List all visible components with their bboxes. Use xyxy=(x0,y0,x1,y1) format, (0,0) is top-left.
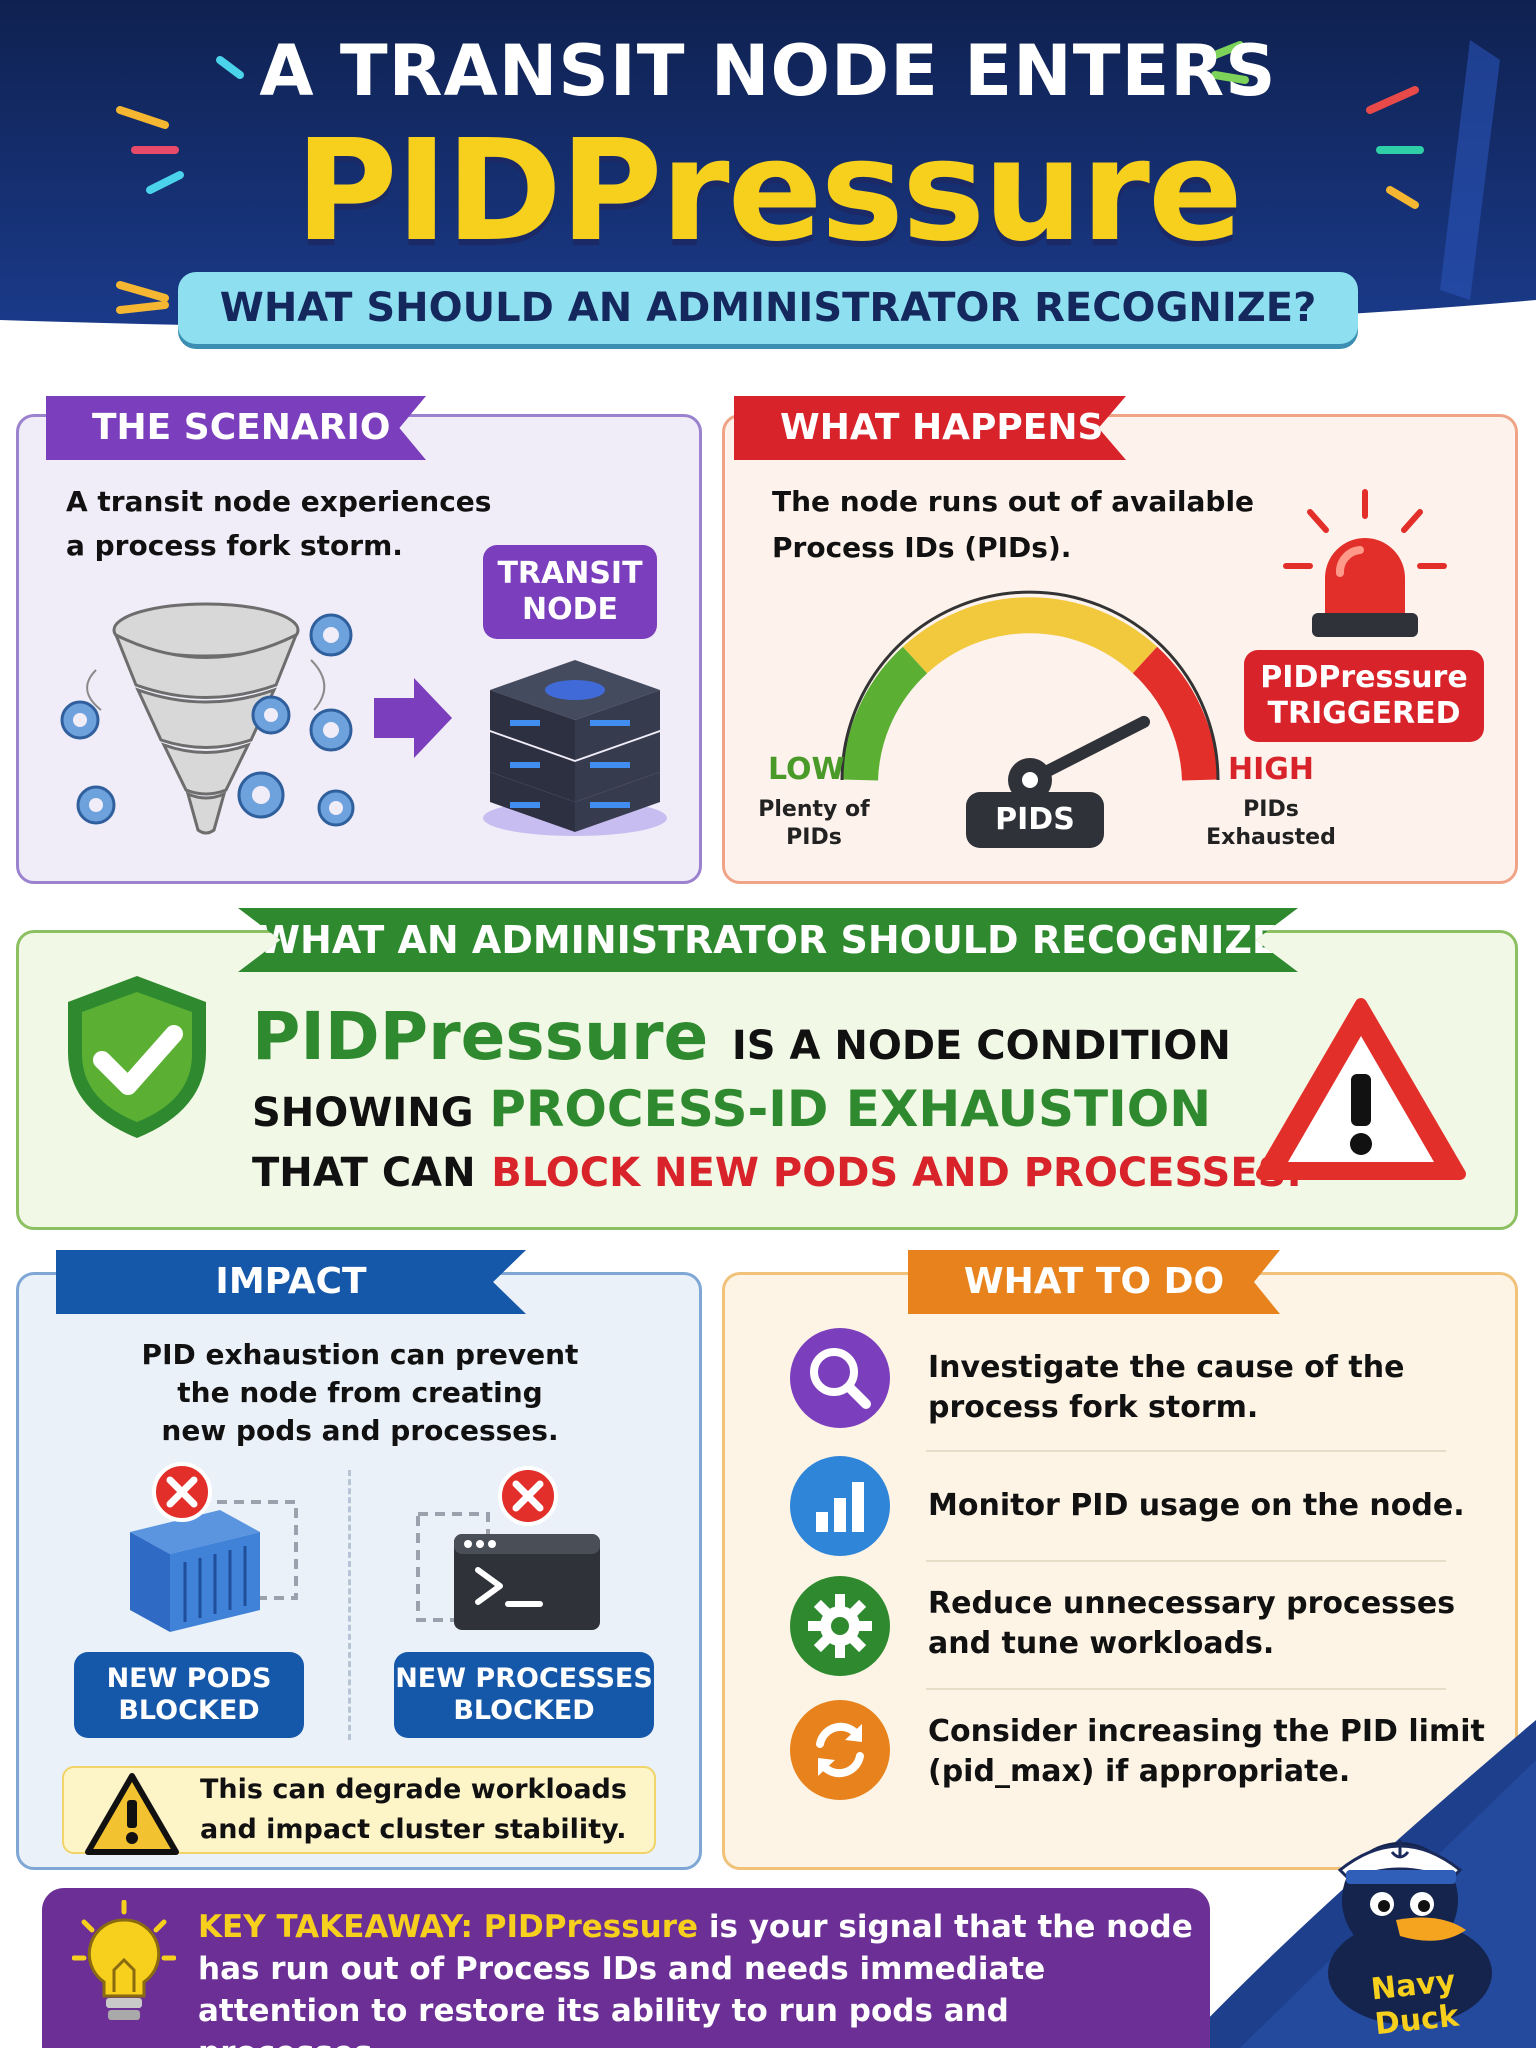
search-icon xyxy=(790,1328,890,1428)
key-takeaway-banner xyxy=(42,1888,1210,2048)
header-background xyxy=(0,0,1536,330)
gear-icon xyxy=(790,1576,890,1676)
gauge-low-label: LOW xyxy=(768,752,845,787)
gauge-high-sub: PIDs Exhausted xyxy=(1206,797,1336,850)
impact-text: PID exhaustion can prevent the node from… xyxy=(141,1338,579,1447)
refresh-icon xyxy=(790,1700,890,1800)
what-happens-text-1: The node runs out of available xyxy=(772,485,1255,518)
subtitle-banner: WHAT SHOULD AN ADMINISTRATOR RECOGNIZE? xyxy=(178,272,1358,344)
step-separator xyxy=(926,1688,1446,1690)
pid-gauge xyxy=(840,590,1220,800)
what-happens-text-2: Process IDs (PIDs). xyxy=(772,531,1072,564)
gauge-low-sub: Plenty of PIDs xyxy=(758,797,870,850)
key-takeaway-text: KEY TAKEAWAY: PIDPressure is your signal… xyxy=(198,1909,1193,2048)
terminal-blocked-icon xyxy=(416,1466,600,1630)
recognize-tag: WHAT AN ADMINISTRATOR SHOULD RECOGNIZE xyxy=(238,908,1298,972)
new-pods-blocked-badge: NEW PODS BLOCKED xyxy=(74,1652,304,1738)
scenario-tag: THE SCENARIO xyxy=(46,396,426,460)
container-blocked-icon xyxy=(130,1462,298,1632)
header-banner: A TRANSIT NODE ENTERS PIDPressure WHAT S… xyxy=(0,0,1536,380)
step-separator xyxy=(926,1560,1446,1562)
recognize-line-1: PIDPressure IS A NODE CONDITION xyxy=(252,998,1231,1075)
bar-chart-icon xyxy=(790,1456,890,1556)
what-happens-tag: WHAT HAPPENS xyxy=(734,396,1126,460)
pidpressure-triggered-badge: PIDPressure TRIGGERED xyxy=(1244,650,1484,742)
impact-tag: IMPACT xyxy=(56,1250,526,1314)
new-processes-blocked-badge: NEW PROCESSES BLOCKED xyxy=(394,1652,654,1738)
caution-icon xyxy=(85,1773,179,1855)
step-investigate: Investigate the cause of the process for… xyxy=(928,1350,1405,1425)
step-increase-limit: Consider increasing the PID limit (pid_m… xyxy=(928,1714,1485,1789)
gauge-high-label: HIGH xyxy=(1228,752,1315,787)
title-line-1: A TRANSIT NODE ENTERS xyxy=(259,30,1277,112)
siren-alarm-icon xyxy=(1283,489,1447,637)
step-reduce: Reduce unnecessary processes and tune wo… xyxy=(928,1586,1456,1661)
warning-triangle-icon xyxy=(1256,998,1466,1180)
impact-divider xyxy=(348,1470,351,1740)
server-stack-icon xyxy=(483,660,667,836)
shield-check-icon xyxy=(68,976,206,1138)
title-main: PIDPressure xyxy=(295,110,1243,273)
gauge-pids-label: PIDS xyxy=(966,792,1104,848)
transit-node-label: TRANSIT NODE xyxy=(483,545,657,639)
recognize-line-3: THAT CAN BLOCK NEW PODS AND PROCESSES. xyxy=(252,1150,1302,1196)
what-to-do-tag: WHAT TO DO xyxy=(908,1250,1280,1314)
tornado-gears-icon xyxy=(60,602,452,835)
scenario-text-2: a process fork storm. xyxy=(66,529,403,562)
recognize-line-2: SHOWING PROCESS-ID EXHAUSTION xyxy=(252,1080,1212,1138)
step-separator xyxy=(926,1450,1446,1452)
impact-warning-text: This can degrade workloads and impact cl… xyxy=(200,1774,627,1845)
scenario-text-1: A transit node experiences xyxy=(66,485,492,518)
step-monitor: Monitor PID usage on the node. xyxy=(928,1488,1465,1523)
navy-duck-mascot xyxy=(1328,1840,1492,2025)
lightbulb-icon xyxy=(72,1900,176,2020)
